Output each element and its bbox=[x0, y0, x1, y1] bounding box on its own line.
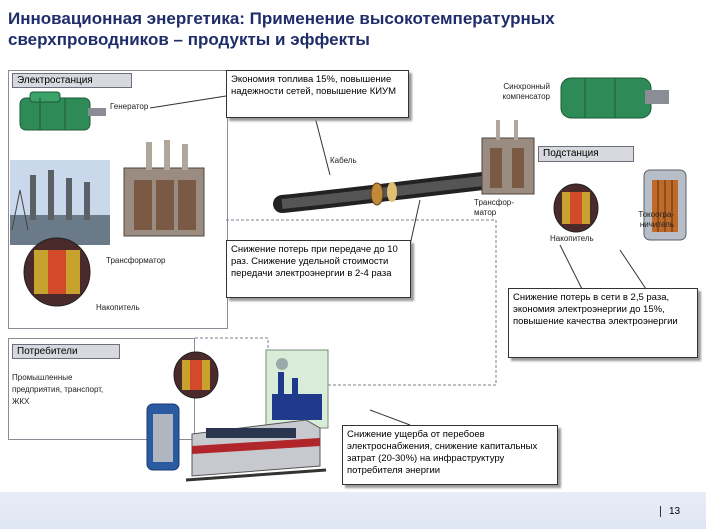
callout-fuel-economy: Экономия топлива 15%, повышение надежнос… bbox=[226, 70, 409, 118]
substation-transformer-icon bbox=[481, 120, 535, 195]
callout-transmission-losses: Снижение потерь при передаче до 10 раз. … bbox=[226, 240, 411, 298]
cable-label: Кабель bbox=[330, 156, 357, 165]
sync-compensator-icon bbox=[560, 77, 669, 119]
power-plant-photo bbox=[10, 160, 110, 245]
power-plant-header: Электростанция bbox=[12, 73, 132, 88]
title-line-1: Инновационная энергетика: Применение выс… bbox=[8, 9, 555, 28]
sync-compensator-label: Синхронный компенсатор bbox=[502, 82, 550, 101]
callout-outage-damage: Снижение ущерба от перебоев электроснабж… bbox=[342, 425, 558, 485]
page-title: Инновационная энергетика: Применение выс… bbox=[8, 8, 688, 50]
train-icon bbox=[185, 419, 327, 482]
cable-icon bbox=[273, 171, 501, 213]
storage-icon bbox=[23, 237, 91, 307]
substation-transformer-label: Трансфор-матор bbox=[474, 198, 514, 217]
current-limiter-icon bbox=[643, 169, 687, 241]
factory-icon bbox=[265, 349, 329, 429]
consumers-description: Промышленные предприятия, транспорт, ЖКХ bbox=[12, 373, 104, 406]
callout-network-losses: Снижение потерь в сети в 2,5 раза, эконо… bbox=[508, 288, 698, 358]
consumer-limiter-icon bbox=[146, 403, 180, 471]
consumers-header: Потребители bbox=[12, 344, 120, 359]
storage-label: Накопитель bbox=[96, 303, 140, 312]
transformer-icon bbox=[123, 140, 205, 237]
substation-storage-label: Накопитель bbox=[550, 234, 594, 243]
current-limiter-label: Токоогра-ничитель bbox=[638, 210, 674, 229]
substation-header: Подстанция bbox=[538, 146, 634, 162]
substation-storage-icon bbox=[553, 183, 599, 233]
transformer-label: Трансформатор bbox=[106, 256, 166, 265]
connector-plant-substation bbox=[226, 219, 497, 240]
generator-icon bbox=[19, 91, 106, 131]
generator-label: Генератор bbox=[110, 102, 149, 111]
page-number: 13 bbox=[660, 506, 680, 517]
consumer-storage-icon bbox=[173, 351, 219, 399]
footer-bar bbox=[0, 492, 706, 529]
title-line-2: сверхпроводников – продукты и эффекты bbox=[8, 30, 370, 49]
